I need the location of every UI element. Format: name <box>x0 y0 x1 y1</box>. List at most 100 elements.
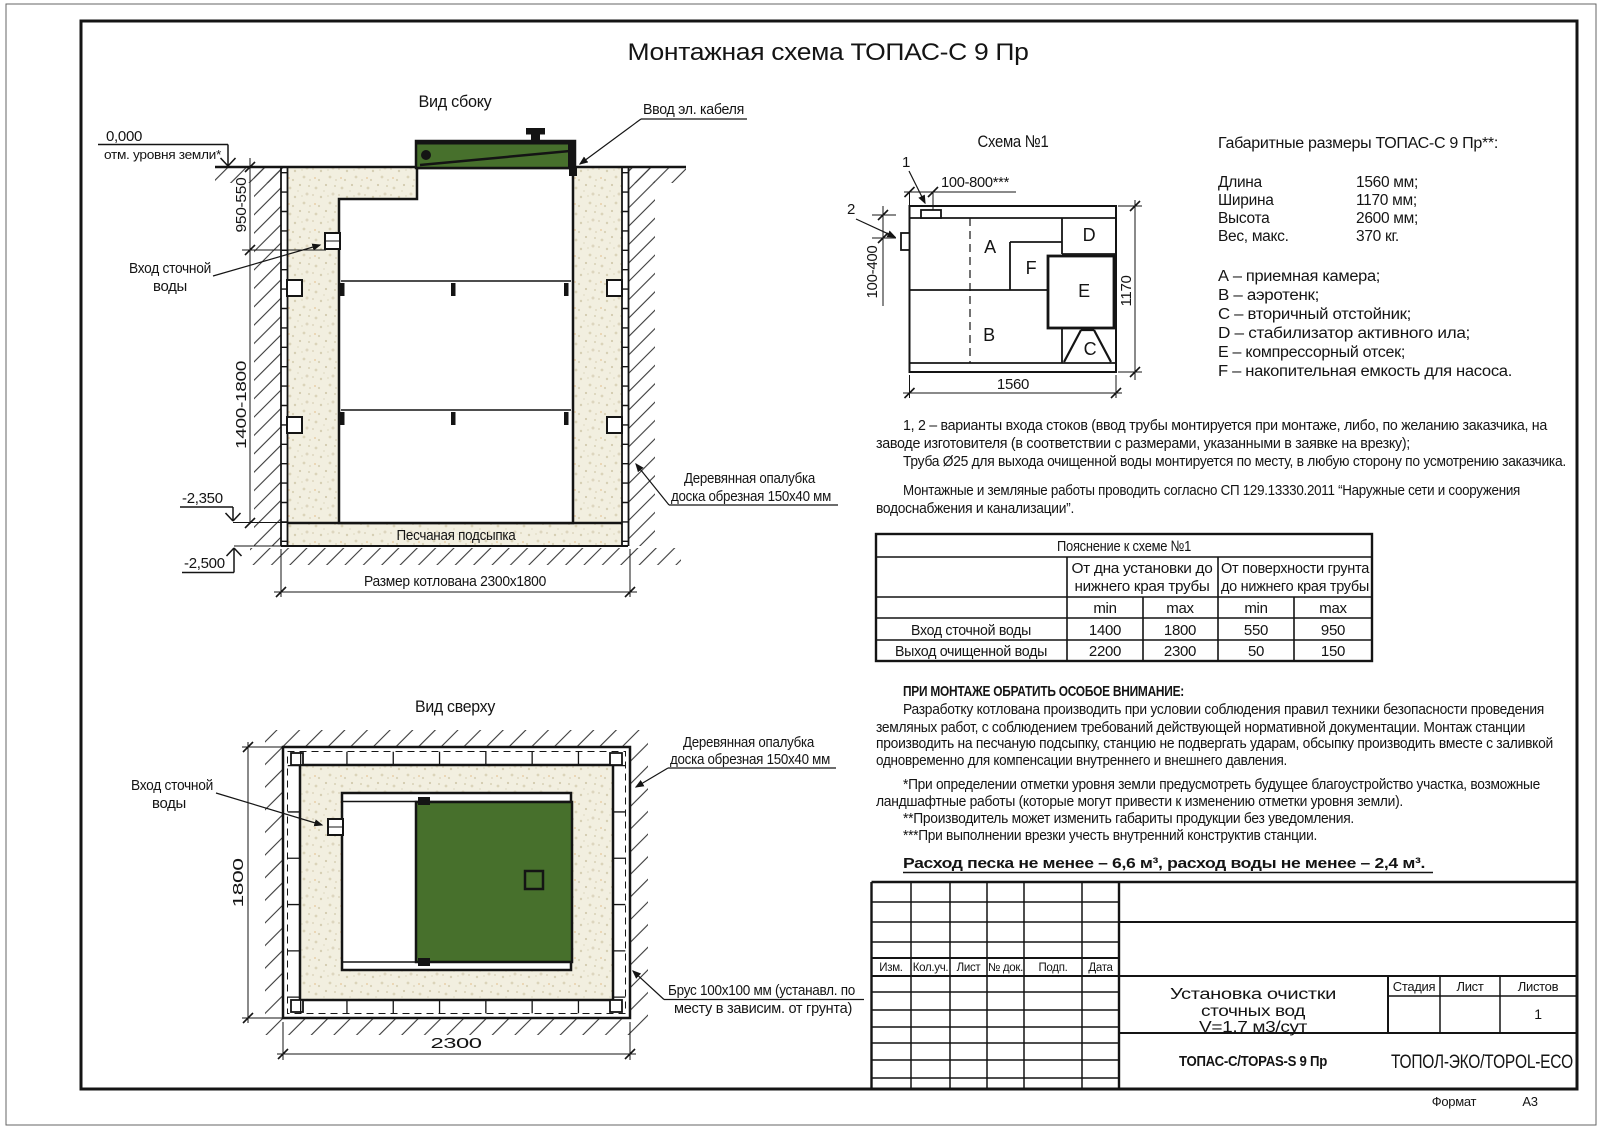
timber-label-line2: месту в зависим. от грунта) <box>674 1000 852 1017</box>
schema-inlet-1 <box>920 209 942 219</box>
table-row1-v1: 1400 <box>1089 622 1121 639</box>
tb-sheet: Лист <box>1456 979 1483 994</box>
level-2500-value: -2,500 <box>184 555 225 572</box>
overall-row1-label: Ширина <box>1218 192 1274 209</box>
dim-1800: 1800 <box>230 741 283 1024</box>
warning-note1: *При определении отметки уровня земли пр… <box>903 776 1540 793</box>
compartment-legend: А – приемная камера; В – аэротенк; С – в… <box>1218 268 1512 380</box>
table-row1-label: Вход сточной воды <box>911 622 1031 639</box>
dim-950-550: 950-550 <box>233 178 250 233</box>
level-mark-2500: -2,500 <box>182 545 281 574</box>
level-zero-value: 0,000 <box>106 128 142 145</box>
sand-label: Песчаная подсыпка <box>397 527 517 544</box>
table-group1-line1: От дна установки до <box>1072 560 1213 577</box>
explanation-table: Пояснение к схеме №1 От дна установки до… <box>874 532 1374 663</box>
tb-product-line1: Установка очистки <box>1170 986 1336 1003</box>
dim-1560: 1560 <box>903 375 1122 399</box>
title-block: Изм. Кол.уч. Лист № док. Подп. Дата Уста… <box>870 880 1577 1109</box>
overall-heading: Габаритные размеры ТОПАС-С 9 Пр**: <box>1218 135 1498 152</box>
formwork-label-top: Деревянная опалубка доска обрезная 150х4… <box>634 734 836 788</box>
dim-chain-left: 950-550 1400-1800 <box>233 158 326 529</box>
warning-line3: производить на песчаную подсыпку, станци… <box>876 735 1553 752</box>
dim-100-800: 100-800*** <box>903 174 1016 210</box>
top-view-label: Вид сверху <box>415 697 496 716</box>
inlet-pipe-side <box>324 232 341 250</box>
legend-e: Е – компрессорный отсек; <box>1218 344 1405 361</box>
overall-dimensions: Габаритные размеры ТОПАС-С 9 Пр**: Длина… <box>1218 135 1498 245</box>
vent-cap <box>526 128 545 135</box>
comp-label-a: A <box>984 237 996 257</box>
dim-100-400-text: 100-400 <box>864 246 881 299</box>
tb-sheets: Листов <box>1518 979 1559 994</box>
dim-100-800-text: 100-800*** <box>941 174 1009 191</box>
cable-entry-point <box>569 168 577 176</box>
inlet-label-line2: воды <box>153 278 187 295</box>
consumption-note: Расход песка не менее – 6,6 м³, расход в… <box>903 855 1425 872</box>
legend-f: F – накопительная емкость для насоса. <box>1218 363 1512 380</box>
table-row2-v4: 150 <box>1321 643 1345 660</box>
timber-label: Брус 100х100 мм (устанавл. по месту в за… <box>632 970 864 1017</box>
unit-lid <box>414 128 577 170</box>
tb-col-data: Дата <box>1088 962 1113 974</box>
warning-heading: ПРИ МОНТАЖЕ ОБРАТИТЬ ОСОБОЕ ВНИМАНИЕ: <box>903 683 1184 700</box>
warning-note2: ландшафтные работы (которые могут привес… <box>876 793 1403 810</box>
warning-line1: Разработку котлована производить при усл… <box>903 701 1544 718</box>
formwork-braces <box>286 279 623 434</box>
dim-1170: 1170 <box>1118 200 1142 380</box>
formwork-label-top-line1: Деревянная опалубка <box>683 734 815 751</box>
format-value: А3 <box>1522 1094 1537 1109</box>
marker-1: 1 <box>902 154 910 171</box>
table-max1: max <box>1166 600 1194 617</box>
tb-sheets-value: 1 <box>1534 1006 1542 1022</box>
cable-label: Ввод эл. кабеля <box>578 101 747 165</box>
formwork-right <box>621 167 630 546</box>
pit-size-label: Размер котлована 2300х1800 <box>364 573 546 590</box>
schema-markers: 1 2 <box>847 154 926 238</box>
lid-lock-dot <box>421 150 431 160</box>
format-label: Формат <box>1432 1094 1477 1109</box>
comp-label-c: C <box>1084 339 1097 359</box>
inlet-label-line1: Вход сточной <box>129 260 211 277</box>
table-row2-label: Выход очищенной воды <box>895 643 1047 660</box>
unit-partitions <box>340 280 571 425</box>
legend-c: С – вторичный отстойник; <box>1218 306 1411 323</box>
unit-body <box>337 166 575 525</box>
note-inlet-line3: Труба Ø25 для выхода очищенной воды монт… <box>903 453 1566 470</box>
lid-plan <box>414 800 574 964</box>
timber-label-line1: Брус 100х100 мм (устанавл. по <box>668 982 855 999</box>
level-2350-value: -2,350 <box>182 490 223 507</box>
warning-line4: одновременно для компенсации внутреннего… <box>876 752 1287 769</box>
dim-2300-text: 2300 <box>431 1035 482 1052</box>
formwork-label-side: Деревянная опалубка доска обрезная 150х4… <box>635 462 838 506</box>
inlet-label-top-line1: Вход сточной <box>131 777 213 794</box>
lid-hinge-top <box>418 797 430 805</box>
unit-plan <box>327 791 574 972</box>
level-mark-2350: -2,350 <box>180 490 287 523</box>
note-sp-line2: водоснабжения и канализации”. <box>876 500 1074 517</box>
tb-col-podp: Подп. <box>1038 962 1067 974</box>
warning-note4: ***При выполнении врезки учесть внутренн… <box>903 827 1317 844</box>
formwork-label-top-line2: доска обрезная 150х40 мм <box>670 751 830 768</box>
dim-1170-text: 1170 <box>1118 275 1135 306</box>
dim-pit-size: Размер котлована 2300х1800 <box>274 549 637 598</box>
marker-2: 2 <box>847 201 855 218</box>
inlet-label-top-line2: воды <box>152 795 186 812</box>
tb-product-line2: сточных вод <box>1201 1003 1305 1020</box>
side-view-label: Вид сбоку <box>419 92 493 111</box>
warning-note3: **Производитель может изменить габариты … <box>903 810 1354 827</box>
formwork-label-line2: доска обрезная 150х40 мм <box>671 488 831 505</box>
overall-row1-value: 1170 мм; <box>1356 192 1417 209</box>
schema-1: Схема №1 A B C D E F <box>847 132 1142 399</box>
sand-fill <box>287 167 622 546</box>
tb-stage: Стадия <box>1393 979 1436 994</box>
dim-1400-1800: 1400-1800 <box>233 361 250 449</box>
comp-label-f: F <box>1026 258 1037 278</box>
table-row2-v1: 2200 <box>1089 643 1121 660</box>
table-group2-line2: до нижнего края трубы <box>1221 578 1369 595</box>
sheet-frame <box>5 3 1597 1126</box>
formwork-label-line1: Деревянная опалубка <box>684 470 816 487</box>
table-group2-line1: От поверхности грунта <box>1221 560 1370 577</box>
formwork-left <box>280 167 289 546</box>
